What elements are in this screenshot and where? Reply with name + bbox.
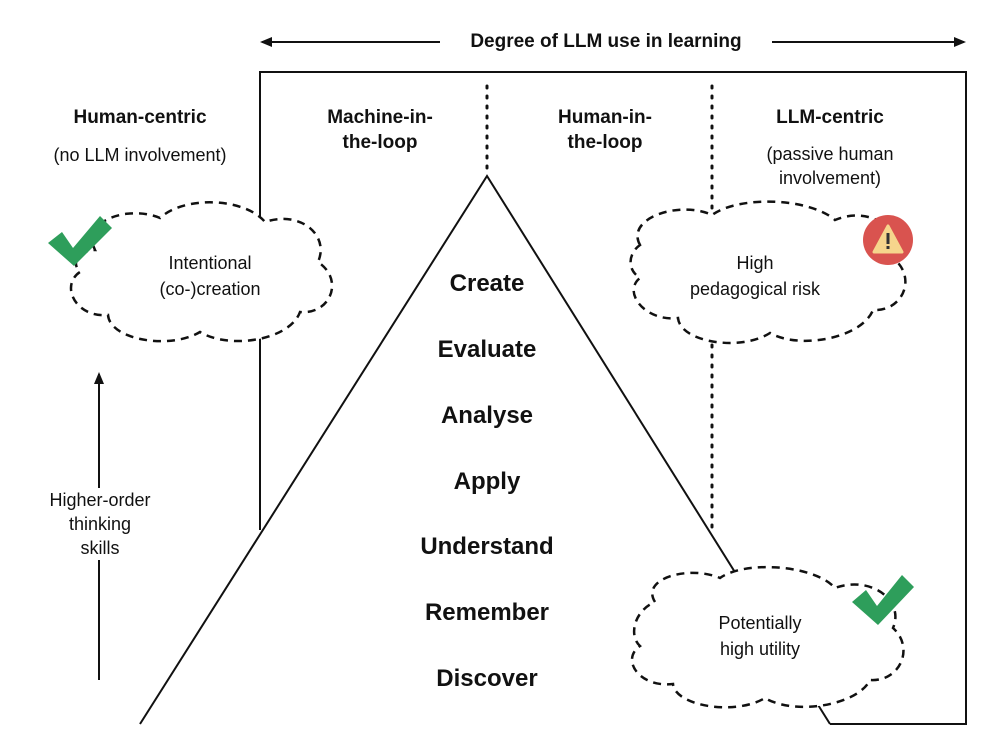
llm-centric-subtitle-2: involvement) [778, 168, 882, 188]
higher-order-label-3: skills [25, 536, 175, 560]
level-remember: Remember [424, 599, 550, 626]
higher-order-label-2: thinking [25, 512, 175, 536]
llm-centric-title: LLM-centric [776, 107, 884, 128]
cloud-intentional-line2: (co-)creation [159, 279, 261, 299]
degree-axis-label: Degree of LLM use in learning [470, 31, 742, 52]
higher-order-label-1: Higher-order [25, 488, 175, 512]
human-centric-title: Human-centric [73, 107, 207, 128]
level-understand: Understand [420, 533, 554, 560]
level-apply: Apply [453, 468, 521, 495]
human-in-the-loop-title-2: the-loop [567, 132, 643, 153]
warning-icon [863, 215, 913, 265]
check-icon [48, 216, 112, 266]
cloud-utility-line2: high utility [719, 639, 801, 659]
check-icon [852, 575, 914, 625]
level-analyse: Analyse [440, 402, 534, 429]
human-centric-subtitle: (no LLM involvement) [53, 145, 227, 165]
human-in-the-loop-title-1: Human-in- [558, 107, 652, 128]
machine-in-the-loop-title-2: the-loop [342, 132, 418, 153]
pyramid-outline [139, 174, 831, 725]
level-discover: Discover [436, 665, 538, 692]
llm-centric-subtitle-1: (passive human [766, 144, 894, 164]
cloud-risk-line2: pedagogical risk [689, 279, 821, 299]
cloud-intentional [69, 201, 334, 343]
level-create: Create [449, 270, 525, 297]
cloud-risk-line1: High [736, 253, 774, 273]
cloud-intentional-line1: Intentional [168, 253, 252, 273]
cloud-utility-line1: Potentially [718, 613, 802, 633]
level-evaluate: Evaluate [437, 336, 537, 363]
cloud-risk [629, 200, 907, 345]
machine-in-the-loop-title-1: Machine-in- [327, 107, 433, 128]
cloud-utility [630, 565, 905, 709]
